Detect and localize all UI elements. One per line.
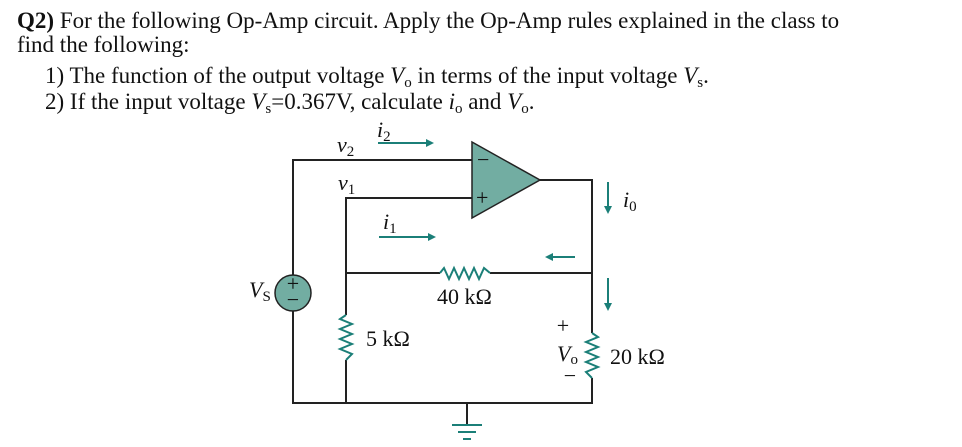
resistor-40k-icon bbox=[439, 265, 491, 282]
question-intro-continued: find the following: bbox=[17, 32, 190, 57]
var-sub: o bbox=[404, 75, 412, 91]
wire-noninverting-input bbox=[345, 197, 472, 315]
wire-inverting-input bbox=[292, 159, 472, 276]
resistor-5k-label: 5 kΩ bbox=[366, 326, 410, 351]
label-i2: i2 bbox=[377, 117, 391, 145]
opamp-plus-label: + bbox=[476, 185, 488, 210]
voltage-source-icon: + − bbox=[274, 271, 312, 312]
item-value: =0.367V, calculate bbox=[271, 89, 449, 114]
wire-ground-bus bbox=[292, 310, 593, 404]
var-io: i bbox=[448, 89, 455, 114]
label-vs: VS bbox=[249, 277, 271, 305]
var-sub: o bbox=[521, 101, 529, 117]
resistor-5k-icon bbox=[337, 314, 355, 361]
ground-icon bbox=[452, 424, 482, 440]
item-number: 1) bbox=[45, 63, 65, 88]
var-vo: V bbox=[390, 63, 405, 88]
question-line-2: find the following: bbox=[17, 32, 189, 58]
question-label: Q2) bbox=[17, 8, 55, 33]
var-sub: s bbox=[265, 101, 272, 117]
item-number: 2) bbox=[45, 89, 65, 114]
item-text: . bbox=[703, 63, 709, 88]
wire-output bbox=[540, 179, 593, 333]
question-intro: For the following Op-Amp circuit. Apply … bbox=[54, 8, 840, 33]
resistor-20k-icon bbox=[583, 332, 601, 379]
var-vo: V bbox=[507, 89, 522, 114]
item-text: in terms of the input voltage bbox=[411, 63, 684, 88]
opamp-minus-label: − bbox=[477, 147, 489, 172]
vo-minus-label: − bbox=[564, 363, 576, 388]
resistor-20k-label: 20 kΩ bbox=[610, 344, 665, 369]
vo-plus-label: + bbox=[557, 313, 569, 338]
item-text: and bbox=[462, 89, 508, 114]
label-v1: v1 bbox=[338, 170, 355, 198]
resistor-40k-label: 40 kΩ bbox=[437, 284, 492, 309]
var-sub: o bbox=[454, 101, 463, 117]
question-line-1: Q2) For the following Op-Amp circuit. Ap… bbox=[17, 8, 839, 34]
label-io: i0 bbox=[623, 187, 637, 215]
label-v2: v2 bbox=[337, 132, 354, 160]
var-vs: V bbox=[251, 89, 266, 114]
item-text: The function of the output voltage bbox=[64, 63, 391, 88]
source-minus-label: − bbox=[287, 287, 299, 312]
var-vs: V bbox=[683, 63, 698, 88]
var-sub: s bbox=[697, 75, 704, 91]
source-plus-label: + bbox=[287, 271, 299, 296]
opamp-symbol: − + bbox=[471, 140, 542, 220]
item-text: If the input voltage bbox=[64, 89, 252, 114]
item-text: . bbox=[528, 89, 535, 114]
label-i1: i1 bbox=[383, 209, 397, 237]
question-item-2: 2) If the input voltage Vs=0.367V, calcu… bbox=[45, 89, 535, 122]
label-vo: Vo bbox=[557, 341, 578, 368]
question-item-1: 1) The function of the output voltage Vo… bbox=[45, 63, 709, 96]
